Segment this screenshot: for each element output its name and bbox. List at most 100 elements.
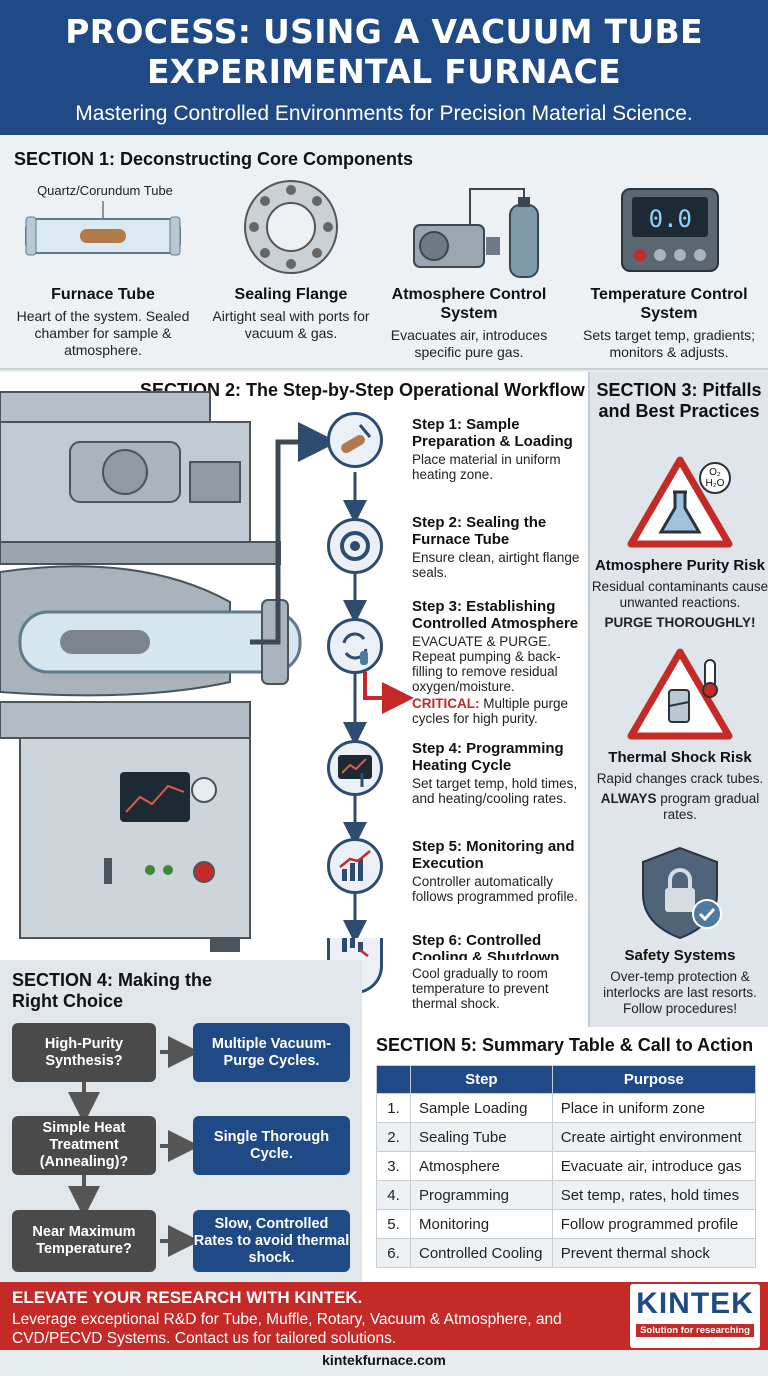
step-title: Step 2: Sealing the Furnace Tube [412, 514, 547, 548]
component-name: Furnace Tube [51, 286, 155, 303]
workflow-step-1: Step 1: Sample Preparation & Loading Pla… [412, 416, 588, 482]
sample-loading-icon [327, 412, 383, 468]
logo-tagline: Solution for researching [636, 1324, 754, 1337]
risk-atmosphere-purity: O₂ H₂O Atmosphere Purity Risk Residual c… [590, 452, 768, 631]
risk-thermal-shock: Thermal Shock Risk Rapid changes crack t… [590, 644, 768, 823]
component-sealing-flange: Sealing Flange Airtight seal with ports … [196, 175, 386, 342]
quartz-tube-icon [25, 201, 181, 256]
workflow-step-6-desc: Cool gradually to room temperature to pr… [412, 947, 588, 1011]
column-header: Purpose [551, 1065, 757, 1094]
thermometer-warning-icon [627, 648, 733, 740]
temperature-controller-illustration: 0.0 [574, 175, 764, 285]
component-desc: Heart of the system. Sealed chamber for … [16, 308, 190, 358]
component-atmosphere-control: Atmosphere Control System Evacuates air,… [374, 175, 564, 361]
purge-cycle-icon [327, 618, 383, 674]
risk-safety-systems: Safety Systems Over-temp protection & in… [590, 842, 768, 1017]
component-name: Atmosphere Control System [391, 286, 547, 322]
icon-h2o: H₂O [706, 478, 725, 489]
workflow-step-5: Step 5: Monitoring and Execution Control… [412, 838, 588, 904]
component-desc: Evacuates air, introduces specific pure … [390, 327, 548, 360]
risk-emphasis: ALWAYS [600, 791, 657, 806]
monitoring-chart-icon [327, 838, 383, 894]
page-title: PROCESS: USING A VACUUM TUBE EXPERIMENTA… [65, 12, 703, 91]
choice-question: Near Maximum Temperature? [12, 1210, 156, 1272]
shield-lock-icon [642, 846, 722, 940]
section-components: SECTION 1: Deconstructing Core Component… [0, 135, 768, 370]
call-to-action-banner: ELEVATE YOUR RESEARCH WITH KINTEK. Lever… [0, 1282, 768, 1350]
choice-answer: Multiple Vacuum-Purge Cycles. [193, 1023, 350, 1082]
icon-o2: O₂ [709, 467, 721, 478]
section5-title: SECTION 5: Summary Table & Call to Actio… [376, 1035, 754, 1055]
step-desc: Place material in uniform heating zone. [412, 452, 561, 482]
cta-desc: Leverage exceptional R&D for Tube, Muffl… [12, 1311, 562, 1347]
section-summary: SECTION 5: Summary Table & Call to Actio… [362, 1027, 768, 1282]
furnace-tube-illustration: Quartz/Corundum Tube [8, 175, 198, 285]
controller-display-icon: 0.0 [621, 188, 719, 272]
component-name: Sealing Flange [234, 286, 348, 303]
page-header: PROCESS: USING A VACUUM TUBE EXPERIMENTA… [0, 0, 768, 135]
sealing-flange-illustration [196, 175, 386, 285]
workflow-step-6-continued: Cool gradually to room temperature to pr… [327, 938, 588, 1027]
component-furnace-tube: Quartz/Corundum Tube Furnace Tube Heart … [8, 175, 198, 359]
component-name: Temperature Control System [590, 286, 748, 322]
pump-gas-cylinder-icon [413, 188, 539, 278]
choice-question: High-Purity Synthesis? [12, 1023, 156, 1082]
page-subtitle: Mastering Controlled Environments for Pr… [75, 102, 693, 125]
furnace-illustration [0, 391, 302, 952]
component-desc: Airtight seal with ports for vacuum & ga… [212, 308, 370, 341]
table-header-row: Step Purpose [376, 1065, 757, 1094]
workflow-step-4: Step 4: Programming Heating Cycle Set ta… [412, 740, 588, 806]
workflow-step-3: Step 3: Establishing Controlled Atmosphe… [412, 598, 588, 726]
risk-desc-2: program gradual rates. [656, 791, 760, 822]
display-reading: 0.0 [649, 205, 692, 233]
step-title: Step 1: Sample Preparation & Loading [412, 416, 573, 450]
step-desc: Cool gradually to room temperature to pr… [412, 966, 549, 1011]
flask-warning-icon: O₂ H₂O [627, 456, 733, 548]
component-temperature-control: 0.0 Temperature Control System Sets targ… [574, 175, 764, 361]
choice-question: Simple Heat Treatment (Annealing)? [12, 1116, 156, 1175]
section-pitfalls: SECTION 3: Pitfalls and Best Practices O… [588, 372, 768, 1027]
step-desc: Controller automatically follows program… [412, 874, 578, 904]
step-title: Step 3: Establishing Controlled Atmosphe… [412, 598, 579, 632]
critical-desc: Multiple purge cycles for high purity. [412, 696, 569, 726]
step-title: Step 5: Monitoring and Execution [412, 838, 575, 872]
risk-desc: Over-temp protection & interlocks are la… [603, 969, 757, 1016]
choice-answer: Slow, Controlled Rates to avoid thermal … [193, 1210, 350, 1272]
step-desc: Ensure clean, airtight flange seals. [412, 550, 580, 580]
risk-desc: Rapid changes crack tubes. [596, 771, 764, 786]
component-desc: Sets target temp, gradients; monitors & … [583, 327, 755, 360]
critical-label: CRITICAL: [412, 696, 480, 711]
column-header: Step [410, 1065, 553, 1094]
risk-name: Thermal Shock Risk [608, 749, 752, 766]
workflow-step-2: Step 2: Sealing the Furnace Tube Ensure … [412, 514, 588, 580]
step-desc: EVACUATE & PURGE. Repeat pumping & back-… [412, 634, 561, 694]
tube-material-label: Quartz/Corundum Tube [37, 183, 173, 198]
step-desc: Set target temp, hold times, and heating… [412, 776, 578, 806]
risk-name: Atmosphere Purity Risk [594, 557, 766, 574]
choice-answer: Single Thorough Cycle. [193, 1116, 350, 1175]
programming-icon [327, 740, 383, 796]
risk-desc: Residual contaminants cause unwanted rea… [591, 579, 768, 610]
section-choice: SECTION 4: Making the Right Choice High-… [0, 960, 362, 1282]
section-workflow: SECTION 2: The Step-by-Step Operational … [0, 372, 590, 966]
section1-title: SECTION 1: Deconstructing Core Component… [14, 149, 414, 169]
sealing-icon [327, 518, 383, 574]
kintek-logo[interactable]: KINTEK Solution for researching [630, 1284, 760, 1348]
cta-title: ELEVATE YOUR RESEARCH WITH KINTEK. [12, 1288, 363, 1307]
atmosphere-system-illustration [374, 175, 564, 285]
risk-name: Safety Systems [624, 947, 736, 964]
section4-title: SECTION 4: Making the Right Choice [12, 970, 213, 1011]
website-link[interactable]: kintekfurnace.com [322, 1352, 446, 1368]
logo-text: KINTEK [636, 1287, 754, 1320]
choice-connectors [68, 1036, 200, 1257]
section3-title: SECTION 3: Pitfalls and Best Practices [596, 380, 762, 421]
section2-title: SECTION 2: The Step-by-Step Operational … [140, 380, 585, 400]
step-title: Step 4: Programming Heating Cycle [412, 740, 564, 774]
